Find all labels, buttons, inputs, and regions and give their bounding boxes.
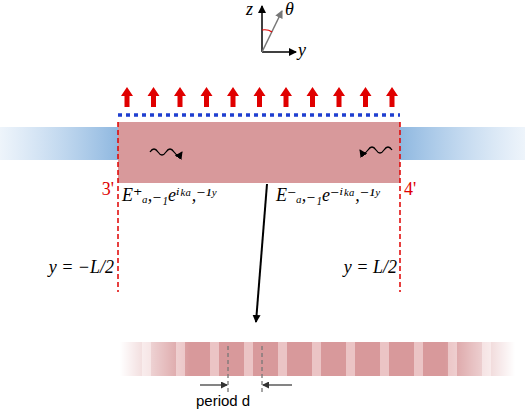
period-mark-left (227, 346, 228, 393)
fade-right (445, 342, 515, 376)
field-expression: E⁻ₐ,₋₁e⁻ⁱᵏᵃ,⁻¹ʸ (276, 186, 379, 206)
emission-arrow (333, 87, 345, 107)
emission-arrow (360, 87, 372, 107)
zoom-arrow (256, 184, 267, 322)
boundary-position: y = −L/2 (49, 258, 114, 278)
periodic-grating (120, 342, 515, 376)
emission-arrow (227, 87, 239, 107)
port-label: 4' (404, 180, 416, 200)
port-line-left (117, 122, 119, 292)
axis-label: y (298, 41, 306, 61)
z-axis (261, 6, 263, 52)
emission-arrow (307, 87, 319, 107)
emission-arrow (174, 87, 186, 107)
period-mark-right (261, 346, 262, 393)
left-waveguide (0, 127, 118, 160)
field-expression: E⁺ₐ,₋₁eⁱᵏᵃ,⁻¹ʸ (122, 186, 216, 206)
period-arrow-right (263, 384, 292, 385)
port-label: 3' (102, 180, 114, 200)
angle-arc (262, 30, 272, 32)
port-line-right (399, 122, 401, 292)
period-label: period d (196, 393, 250, 410)
angle-direction (262, 11, 282, 52)
backward-wave (360, 147, 392, 153)
emission-arrow (280, 87, 292, 107)
axis-label: z (246, 0, 253, 20)
forward-wave (150, 149, 182, 155)
angle-label: θ (285, 0, 294, 20)
emission-arrow (386, 87, 398, 107)
fade-left (120, 342, 190, 376)
dotted-boundary (118, 113, 400, 117)
emission-arrow (121, 87, 133, 107)
emission-arrow (148, 87, 160, 107)
grating-region (118, 122, 400, 183)
y-axis (262, 51, 296, 53)
boundary-position: y = L/2 (344, 258, 397, 278)
right-waveguide (400, 127, 525, 160)
emission-arrow (254, 87, 266, 107)
period-arrow-left (200, 384, 227, 385)
emission-arrows (121, 87, 398, 107)
emission-arrow (201, 87, 213, 107)
